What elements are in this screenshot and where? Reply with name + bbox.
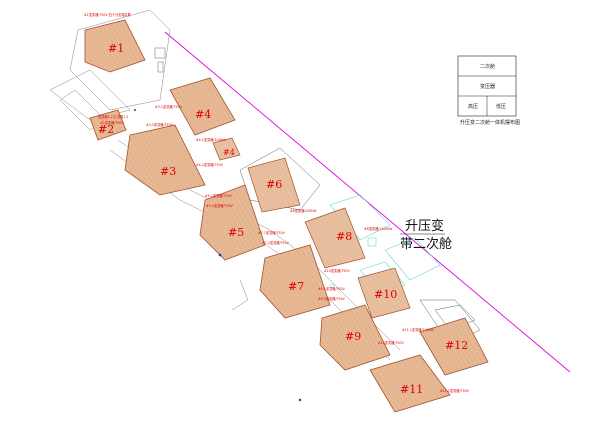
block-b9: #9 bbox=[319, 304, 391, 371]
substation-label: 升压变 带二次舱 bbox=[400, 218, 452, 252]
block-label: #3 bbox=[160, 165, 176, 178]
block-b10: #10 bbox=[357, 267, 411, 319]
legend-row: 低压 bbox=[496, 103, 506, 110]
annotation-label: #7-2逆变器/750V bbox=[262, 240, 290, 245]
block-b11: #11 bbox=[369, 354, 451, 413]
annotation-label: #1逆变器/750V 四十分支箱共联 bbox=[84, 12, 132, 17]
inverter-annotations: #1逆变器/750V 四十分支箱共联 逆变器1-2 汇流箱1-2 #2逆变器/7… bbox=[84, 12, 470, 393]
svg-text:升压变: 升压变 bbox=[405, 218, 444, 234]
annotation-label: #3-2逆变器/750V bbox=[146, 122, 174, 127]
svg-text:带二次舱: 带二次舱 bbox=[400, 236, 452, 252]
legend-row: 高压 bbox=[468, 103, 478, 110]
block-label: #6 bbox=[266, 178, 282, 191]
block-label: #8 bbox=[336, 230, 352, 243]
annotation-label: #4-1逆变器/100kW bbox=[196, 137, 226, 142]
block-label: #4 bbox=[223, 148, 235, 157]
annotation-label: #5-1逆变器/750V bbox=[205, 193, 233, 198]
annotation-label: #2逆变器/750V bbox=[100, 120, 124, 125]
legend-row: 变压器 bbox=[480, 83, 495, 90]
block-label: #7 bbox=[288, 280, 304, 293]
block-label: #5 bbox=[228, 226, 244, 239]
block-b7: #7 bbox=[259, 244, 331, 319]
block-b3: #3 bbox=[124, 124, 206, 196]
block-b4-small: #4 bbox=[212, 137, 241, 161]
block-b6: #6 bbox=[247, 157, 301, 213]
pv-blocks: #1 #2 #3 #4 #4 #5 #6 bbox=[84, 19, 489, 413]
annotation-label: #7-1逆变器/750V bbox=[258, 230, 286, 235]
block-b5: #5 bbox=[199, 184, 266, 261]
block-label: #11 bbox=[400, 383, 423, 396]
annotation-label: #11-1逆变器/100kW bbox=[402, 327, 434, 332]
block-b4: #4 bbox=[169, 77, 236, 136]
block-b2: #2 bbox=[89, 109, 127, 141]
block-label: #12 bbox=[445, 339, 468, 352]
site-boundary-line bbox=[164, 31, 571, 373]
block-label: #1 bbox=[108, 42, 124, 55]
annotation-label: #10逆变器/750V bbox=[324, 268, 350, 273]
legend-caption: 升压变二次舱一体机摆布图 bbox=[460, 119, 520, 126]
block-label: #2 bbox=[98, 123, 114, 136]
annotation-label: #5-2逆变器/750V bbox=[206, 203, 234, 208]
block-label: #9 bbox=[345, 330, 361, 343]
legend-row: 二次舱 bbox=[480, 63, 495, 70]
block-label: #4 bbox=[195, 108, 211, 121]
block-b8: #8 bbox=[304, 207, 366, 269]
annotation-label: #9-2逆变器/750V bbox=[318, 296, 346, 301]
legend-table: 二次舱 变压器 高压 低压 升压变二次舱一体机摆布图 bbox=[457, 55, 520, 126]
block-label: #10 bbox=[374, 288, 397, 301]
block-b1: #1 bbox=[84, 19, 146, 73]
annotation-label: #4-2逆变器/750V bbox=[196, 162, 224, 167]
annotation-label: 逆变器1-2 汇流箱1-2 bbox=[98, 114, 129, 119]
annotation-label: #11-2逆变器/750V bbox=[440, 388, 470, 393]
annotation-label: #8逆变器/1100kW bbox=[364, 226, 393, 231]
annotation-label: #3-1逆变器/750V bbox=[155, 104, 183, 109]
block-b12: #12 bbox=[419, 317, 489, 376]
survey-markers bbox=[134, 109, 302, 402]
annotation-label: #6逆变器/100kW bbox=[290, 208, 317, 213]
annotation-label: #12逆变器/750V bbox=[378, 340, 404, 345]
annotation-label: #9-1逆变器/750V bbox=[318, 286, 346, 291]
